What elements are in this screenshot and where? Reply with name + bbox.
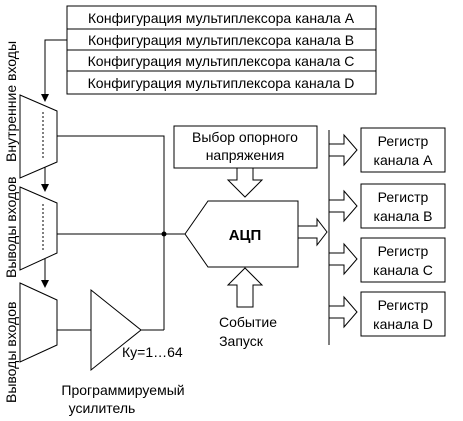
amplifier-label-line2: усилитель: [69, 400, 136, 416]
mux-config-b-label: Конфигурация мультиплексора канала B: [88, 32, 354, 48]
side-label-pins-top: Выводы входов: [3, 177, 19, 278]
trigger-label-line1: Событие: [219, 314, 277, 330]
mux-pins-bottom: [19, 282, 58, 363]
register-c-line2: канала C: [373, 262, 433, 278]
trigger-to-adc-arrow: [226, 267, 264, 308]
register-a: Регистр канала A: [360, 127, 446, 173]
vref-select: Выбор опорного напряжения: [173, 125, 318, 169]
mux-pins-top: [19, 186, 58, 271]
register-b-line1: Регистр: [378, 189, 429, 205]
mux-config-a-label: Конфигурация мультиплексора канала A: [88, 10, 355, 26]
register-b: Регистр канала B: [360, 183, 446, 229]
register-a-line2: канала A: [374, 152, 434, 168]
bus-to-reg-d-arrow: [328, 295, 358, 329]
register-a-line1: Регистр: [378, 133, 429, 149]
adc-label: АЦП: [229, 227, 262, 244]
mux-wiring: [56, 135, 185, 331]
register-b-line2: канала B: [374, 208, 433, 224]
bus-to-reg-c-arrow: [328, 242, 358, 276]
vref-label-line1: Выбор опорного: [192, 129, 298, 145]
mux-internal: [19, 94, 58, 179]
side-label-pins-bottom: Выводы входов: [3, 302, 19, 403]
amplifier: Ку=1…64 Программируемый усилитель: [61, 288, 185, 416]
junction-dot: [161, 231, 167, 237]
mux-config-d-box: [66, 70, 377, 95]
amplifier-label-line1: Программируемый: [61, 382, 184, 398]
register-d: Регистр канала D: [360, 291, 446, 337]
vref-to-adc-arrow: [226, 167, 264, 198]
mux-config-d-label: Конфигурация мультиплексора канала D: [88, 75, 355, 91]
mux-config-c-label: Конфигурация мультиплексора канала C: [88, 53, 355, 69]
vref-label-line2: напряжения: [206, 147, 285, 163]
register-c-line1: Регистр: [378, 243, 429, 259]
mux-config-stack: Конфигурация мультиплексора канала A Кон…: [66, 5, 377, 95]
register-d-line2: канала D: [373, 316, 433, 332]
trigger-label-line2: Запуск: [219, 333, 264, 349]
adc-to-bus-arrow: [297, 217, 328, 247]
amplifier-gain: Ку=1…64: [122, 344, 183, 360]
side-label-internal-inputs: Внутренние входы: [3, 41, 19, 162]
adc: АЦП: [184, 200, 299, 268]
register-d-line1: Регистр: [378, 297, 429, 313]
bus-to-reg-b-arrow: [328, 189, 358, 223]
register-c: Регистр канала C: [360, 237, 446, 283]
bus-to-reg-a-arrow: [328, 133, 358, 167]
